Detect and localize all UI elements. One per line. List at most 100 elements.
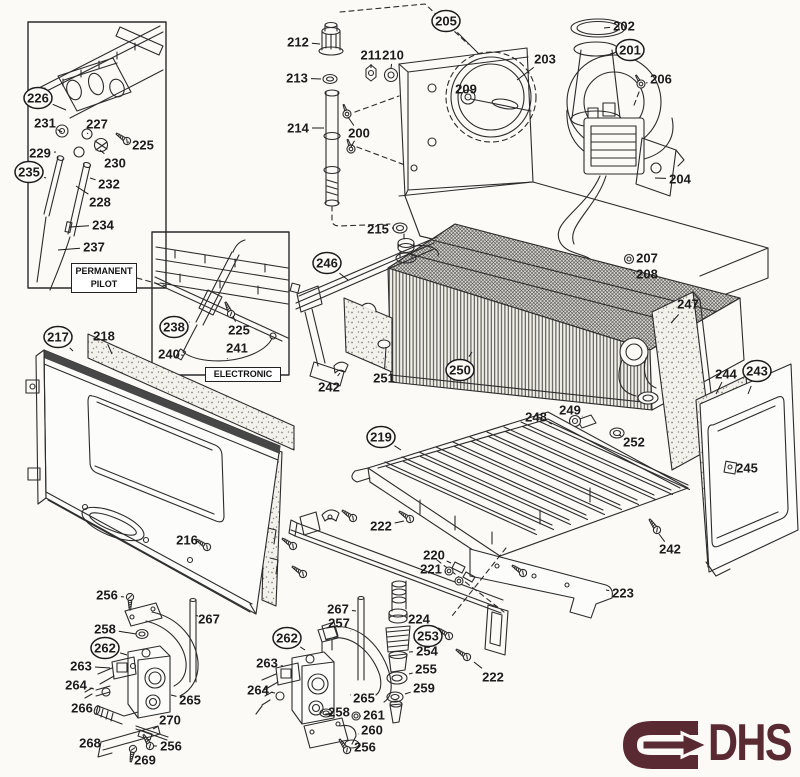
svg-text:241: 241 <box>226 341 248 356</box>
part-label-251: 251 <box>373 346 395 386</box>
part-label-215: 215 <box>367 222 395 237</box>
svg-text:256: 256 <box>96 588 118 603</box>
svg-text:214: 214 <box>287 121 309 136</box>
part-label-242: 242 <box>318 372 341 395</box>
part-label-267: 267 <box>195 612 220 627</box>
svg-text:224: 224 <box>408 612 430 627</box>
svg-text:229: 229 <box>29 146 51 161</box>
svg-text:257: 257 <box>328 616 350 631</box>
svg-text:232: 232 <box>98 177 120 192</box>
part-label-229: 229 <box>29 146 57 161</box>
svg-text:210: 210 <box>382 48 404 63</box>
svg-text:259: 259 <box>413 681 435 696</box>
part-label-222: 222 <box>473 661 504 685</box>
dhs-logo-text: DHS <box>708 713 791 770</box>
part-label-237: 237 <box>57 240 105 255</box>
svg-text:202: 202 <box>613 19 635 34</box>
part-label-264: 264 <box>247 683 276 698</box>
part-label-207: 207 <box>632 251 658 266</box>
svg-text:267: 267 <box>327 602 349 617</box>
part-label-259: 259 <box>404 681 435 696</box>
part-label-262: 262 <box>272 626 306 651</box>
part-label-235: 235 <box>14 160 47 184</box>
svg-text:237: 237 <box>83 240 105 255</box>
part-label-219: 219 <box>366 425 402 451</box>
svg-text:246: 246 <box>316 256 338 271</box>
gas-valve-left-drawing <box>84 592 199 763</box>
svg-text:201: 201 <box>619 43 641 58</box>
part-label-265: 265 <box>170 693 201 708</box>
svg-text:200: 200 <box>348 126 370 141</box>
part-label-225: 225 <box>127 138 154 153</box>
part-label-210: 210 <box>382 48 404 69</box>
gas-valve-right-drawing <box>255 625 361 756</box>
part-label-262: 262 <box>90 636 128 660</box>
svg-text:206: 206 <box>650 72 672 87</box>
electronic-label: ELECTRONIC <box>205 367 281 382</box>
part-label-202: 202 <box>603 19 635 34</box>
svg-text:248: 248 <box>525 410 547 425</box>
part-label-200: 200 <box>347 116 370 148</box>
svg-text:227: 227 <box>86 117 108 132</box>
part-label-270: 270 <box>152 713 181 730</box>
part-label-212: 212 <box>287 35 321 50</box>
part-label-214: 214 <box>287 121 324 136</box>
part-label-231: 231 <box>34 116 63 133</box>
part-label-248: 248 <box>525 410 553 425</box>
part-label-216: 216 <box>176 533 201 548</box>
part-label-201: 201 <box>609 38 645 62</box>
burner-drawing <box>351 411 691 569</box>
svg-text:265: 265 <box>179 693 201 708</box>
permanent-pilot-line1: PERMANENT <box>75 266 133 276</box>
svg-text:267: 267 <box>198 612 220 627</box>
svg-text:213: 213 <box>286 71 308 86</box>
part-label-226: 226 <box>23 86 67 111</box>
svg-text:217: 217 <box>47 330 69 345</box>
svg-text:270: 270 <box>159 713 181 728</box>
part-label-230: 230 <box>99 149 126 171</box>
front-rail-drawing <box>289 236 438 387</box>
svg-text:223: 223 <box>612 586 634 601</box>
svg-text:266: 266 <box>71 701 93 716</box>
part-label-227: 227 <box>86 117 108 135</box>
svg-text:211: 211 <box>361 48 382 63</box>
svg-text:265: 265 <box>353 691 375 706</box>
part-label-240: 240 <box>158 347 184 362</box>
svg-text:258: 258 <box>94 622 116 637</box>
svg-text:256: 256 <box>354 740 376 755</box>
part-label-253: 253 <box>412 624 443 648</box>
dhs-logo-arrow-icon <box>622 721 712 769</box>
svg-text:262: 262 <box>94 641 116 656</box>
dhs-logo: DHS <box>618 712 800 771</box>
part-label-252: 252 <box>618 435 645 450</box>
part-label-243: 243 <box>742 359 772 395</box>
svg-text:222: 222 <box>482 670 504 685</box>
svg-text:245: 245 <box>736 461 758 476</box>
part-label-211: 211 <box>361 48 382 68</box>
part-label-228: 228 <box>75 185 111 210</box>
permanent-pilot-line2: PILOT <box>90 279 118 289</box>
part-label-260: 260 <box>357 723 383 738</box>
svg-text:269: 269 <box>134 753 156 768</box>
part-label-218: 218 <box>93 329 115 355</box>
svg-text:230: 230 <box>104 156 126 171</box>
part-label-256: 256 <box>154 739 182 754</box>
front-door-drawing <box>25 333 295 615</box>
svg-text:205: 205 <box>435 14 457 29</box>
part-label-223: 223 <box>605 586 634 601</box>
part-label-256: 256 <box>96 588 125 603</box>
svg-text:218: 218 <box>93 329 115 344</box>
part-label-261: 261 <box>359 708 385 723</box>
svg-text:255: 255 <box>415 662 437 677</box>
part-label-217: 217 <box>43 325 74 352</box>
part-label-249: 249 <box>559 403 583 418</box>
svg-text:260: 260 <box>361 723 383 738</box>
svg-text:204: 204 <box>669 172 691 187</box>
part-label-209: 209 <box>455 82 477 98</box>
part-label-245: 245 <box>736 461 758 476</box>
part-label-269: 269 <box>132 752 156 768</box>
part-label-205: 205 <box>431 9 480 55</box>
svg-text:247: 247 <box>677 297 699 312</box>
svg-text:263: 263 <box>70 659 92 674</box>
